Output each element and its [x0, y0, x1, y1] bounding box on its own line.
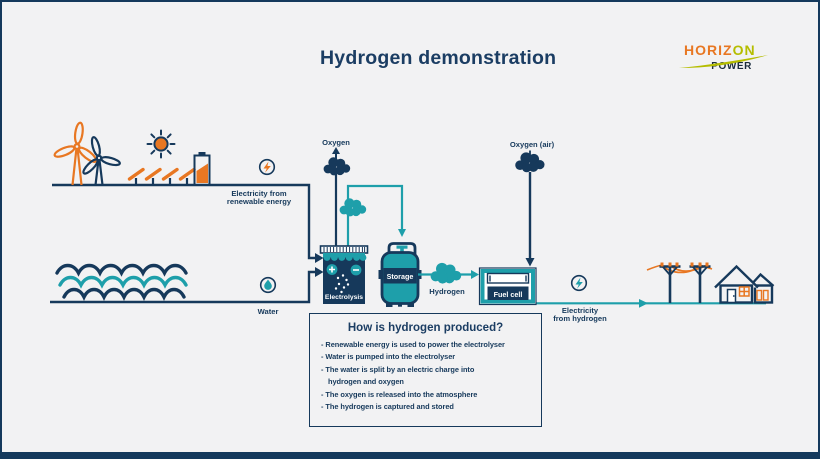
label-water: Water: [257, 307, 279, 316]
horizon-power-logo: HORIZON POWER: [679, 42, 768, 72]
info-line: - The oxygen is released into the atmosp…: [321, 389, 478, 399]
oxygen-release-line: [323, 147, 351, 246]
info-box: How is hydrogen produced? - Renewable en…: [309, 313, 542, 427]
wind-turbine-navy-icon: [82, 136, 121, 186]
oxygen-air-cloud-icon: [515, 152, 545, 173]
logo-swoosh-icon: [679, 55, 768, 68]
water-drop-icon: [259, 276, 277, 294]
label-electricity-renewable: Electricity from renewable energy: [226, 189, 292, 207]
logo-wordmark: HORIZON: [684, 42, 756, 58]
water-waves-icon: [55, 263, 188, 301]
label-fuel-cell: Fuel cell: [493, 289, 523, 299]
logo-subtitle: POWER: [711, 61, 752, 72]
label-electrolysis: Electrolysis: [324, 294, 364, 301]
power-poles-icon: [646, 262, 713, 303]
electricity-renewable-line: [52, 183, 324, 263]
label-oxygen: Oxygen: [322, 138, 350, 147]
electricity-renewable-icon: [258, 158, 276, 176]
sun-icon: [146, 129, 176, 159]
hydrogen-cloud-icon: [430, 262, 462, 284]
water-line: [50, 267, 324, 304]
electrolysis-unit: [319, 245, 369, 304]
info-line: - The hydrogen is captured and stored: [321, 402, 454, 412]
info-line: hydrogen and oxygen: [328, 377, 404, 387]
wind-turbine-orange-icon: [53, 121, 98, 186]
electricity-hydrogen-icon: [570, 274, 588, 292]
hydrogen-cloud-icon: [339, 198, 367, 217]
bubbles-icon: [334, 274, 350, 294]
house-icon: [714, 264, 775, 304]
hydrogen-to-storage-line: [339, 184, 406, 246]
oxygen-air-line: [515, 150, 545, 267]
info-box-title: How is hydrogen produced?: [347, 322, 504, 334]
info-line: - Water is pumped into the electrolyser: [321, 352, 456, 362]
solar-panels-icon: [127, 167, 196, 185]
label-electricity-hydrogen: Electricity from hydrogen: [553, 306, 607, 324]
label-oxygen-air: Oxygen (air): [509, 140, 555, 149]
hydrogen-to-fuelcell-line: [418, 262, 479, 284]
page-title: Hydrogen demonstration: [320, 47, 557, 69]
fuel-cell-unit: [478, 267, 537, 306]
info-line: - The water is split by an electric char…: [321, 364, 475, 374]
info-line: - Renewable energy is used to power the …: [321, 340, 505, 349]
info-box-list: - Renewable energy is used to power the …: [310, 339, 541, 413]
oxygen-cloud-icon: [323, 157, 351, 176]
bottom-accent-bar: [2, 452, 818, 457]
label-hydrogen: Hydrogen: [429, 287, 465, 296]
label-storage: Storage: [386, 271, 414, 281]
battery-icon: [193, 152, 211, 186]
storage-tank: [378, 242, 422, 307]
